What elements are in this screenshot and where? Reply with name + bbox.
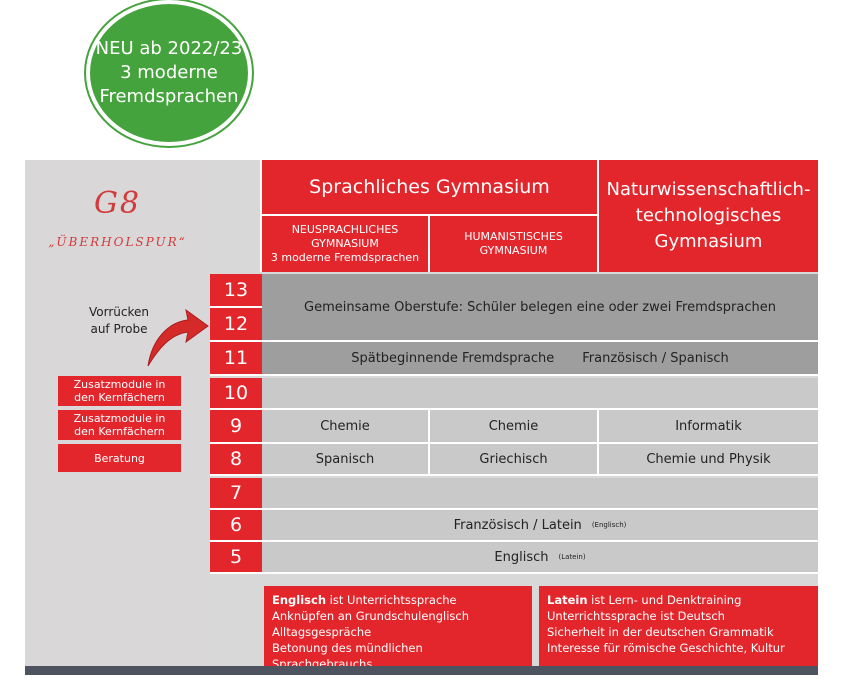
g8-neusprachlich: Spanisch [262, 444, 430, 476]
g6-main: Französisch / Latein [453, 517, 582, 533]
grade-5: 5 [210, 542, 262, 574]
grade-6-row: Französisch / Latein (Englisch) [262, 510, 818, 542]
beratung-box: Beratung [58, 444, 181, 472]
grade-9: 9 [210, 410, 262, 444]
info-englisch-line-3: Alltagsgespräche [272, 625, 372, 639]
natur-line-2: technologisches [635, 205, 782, 226]
info-latein-line-4: Interesse für römische Geschichte, Kultu… [547, 641, 785, 655]
bottom-bar [25, 666, 818, 675]
spaet-label: Spätbeginnende Fremdsprache [351, 350, 555, 366]
humanistisch-header: HUMANISTISCHES GYMNASIUM [430, 216, 599, 272]
neusprachlich-header: NEUSPRACHLICHES GYMNASIUM 3 moderne Frem… [262, 216, 430, 272]
spaet-row: Spätbeginnende Fremdsprache Französisch … [262, 342, 818, 376]
badge-line-1: NEU ab 2022/23 [95, 38, 243, 59]
sprachlich-header: Sprachliches Gymnasium [262, 160, 599, 216]
humanistisch-line-1: HUMANISTISCHES [464, 230, 563, 243]
grade-11: 11 [210, 342, 262, 376]
info-englisch-rest: ist Unterrichtssprache [326, 593, 457, 607]
info-englisch: Englisch ist Unterrichtssprache Anknüpfe… [264, 586, 532, 671]
info-latein-line-2: Unterrichtssprache ist Deutsch [547, 609, 725, 623]
module-1-box: Zusatzmodule in den Kernfächern [58, 376, 181, 406]
grade-6: 6 [210, 510, 262, 542]
g8-humanistisch: Griechisch [430, 444, 599, 476]
info-latein-line-1: Latein ist Lern- und Denktraining [547, 592, 810, 608]
grade-10: 10 [210, 378, 262, 410]
info-latein-line-3: Sicherheit in der deutschen Grammatik [547, 625, 774, 639]
g9-humanistisch: Chemie [430, 410, 599, 444]
natur-line-3: Gymnasium [654, 231, 763, 252]
neusprachlich-line-3: 3 moderne Fremdsprachen [270, 251, 420, 264]
g5-small: (Latein) [558, 553, 586, 561]
natur-header: Naturwissenschaftlich- technologisches G… [599, 160, 818, 272]
grade-13: 13 [210, 274, 262, 308]
grade-12: 12 [210, 308, 262, 342]
info-englisch-line-1: Englisch ist Unterrichtssprache [272, 592, 524, 608]
info-latein: Latein ist Lern- und Denktraining Unterr… [539, 586, 818, 666]
g8-natur: Chemie und Physik [599, 444, 818, 476]
info-latein-bold: Latein [547, 593, 588, 607]
g6-small: (Englisch) [591, 521, 627, 529]
g9-natur: Informatik [599, 410, 818, 444]
ueberholspur-subtitle: „ÜBERHOLSPUR“ [48, 235, 187, 249]
g5-main: Englisch [494, 549, 549, 565]
arrow-icon [147, 308, 209, 367]
spaet-value: Französisch / Spanisch [582, 350, 729, 366]
vorruecken-label: Vorrücken auf Probe [74, 304, 164, 338]
badge-line-2: 3 moderne [120, 62, 218, 83]
info-englisch-line-2: Anknüpfen an Grundschulenglisch [272, 609, 470, 623]
humanistisch-line-2: GYMNASIUM [479, 244, 548, 257]
badge-line-3: Fremdsprachen [99, 86, 239, 107]
vorruecken-line-1: Vorrücken [89, 305, 149, 319]
g9-neusprachlich: Chemie [262, 410, 430, 444]
new-badge: NEU ab 2022/23 3 moderne Fremdsprachen [86, 0, 252, 146]
info-latein-rest: ist Lern- und Denktraining [587, 593, 742, 607]
info-englisch-bold: Englisch [272, 593, 327, 607]
module-2-box: Zusatzmodule in den Kernfächern [58, 410, 181, 440]
g8-title: G8 [93, 186, 142, 221]
header-corner [210, 160, 262, 272]
vorruecken-line-2: auf Probe [90, 322, 148, 336]
grade-7: 7 [210, 478, 262, 510]
grade-8: 8 [210, 444, 262, 476]
grade-5-row: Englisch (Latein) [262, 542, 818, 574]
neusprachlich-line-1: NEUSPRACHLICHES [291, 223, 399, 236]
oberstufe-row: Gemeinsame Oberstufe: Schüler belegen ei… [262, 274, 818, 342]
natur-line-1: Naturwissenschaftlich- [606, 179, 811, 200]
grade-7-row [262, 478, 818, 510]
grade-10-row [262, 378, 818, 410]
neusprachlich-line-2: GYMNASIUM [311, 237, 379, 250]
